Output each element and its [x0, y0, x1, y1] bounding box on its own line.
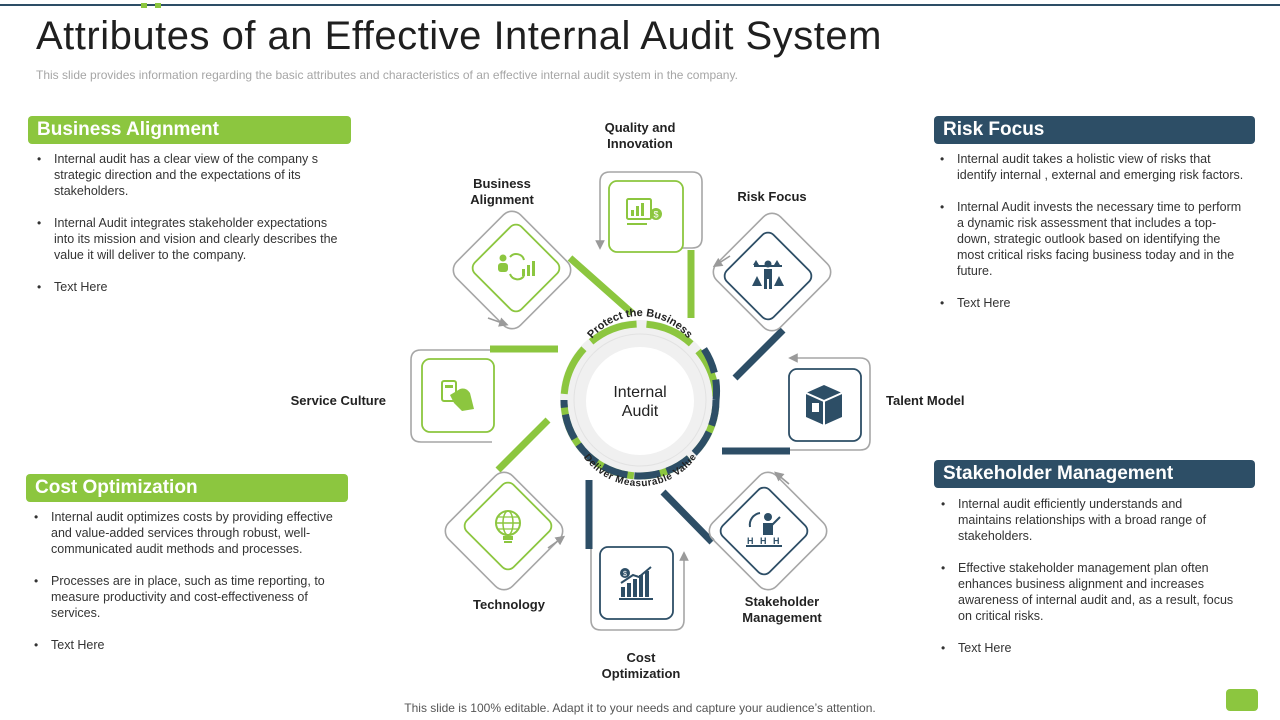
- risk-focus-header: Risk Focus: [934, 116, 1255, 144]
- stakeholder-presenter-icon: H H H: [746, 512, 782, 547]
- cost-optimization-bullet: Internal audit optimizes costs by provid…: [29, 509, 335, 557]
- top-accent-left: [141, 3, 147, 8]
- talent-box-icon: [805, 385, 843, 425]
- business-label-line2: Alignment: [470, 192, 534, 207]
- risk-focus-list: Internal audit takes a holistic view of …: [935, 151, 1245, 327]
- top-rule: [0, 4, 1280, 6]
- quality-label-line2: Innovation: [607, 136, 673, 151]
- svg-text:H: H: [760, 536, 767, 546]
- stakeholder-node: H H H: [708, 471, 828, 591]
- slide-footer: This slide is 100% editable. Adapt it to…: [404, 701, 876, 715]
- business-alignment-node: [452, 210, 572, 330]
- stakeholder-management-bullet: Text Here: [936, 640, 1236, 656]
- center-label-line1: Internal: [613, 384, 666, 401]
- stakeholder-label-line1: Stakeholder: [745, 594, 819, 609]
- business-people-chart-icon: [498, 253, 535, 281]
- risk-balance-icon: [752, 260, 784, 289]
- quality-label-line1: Quality and: [605, 120, 676, 135]
- center-label-line2: Audit: [622, 403, 659, 420]
- connector-stakeholder: [660, 489, 715, 545]
- stakeholder-management-header: Stakeholder Management: [934, 460, 1255, 488]
- svg-text:$: $: [653, 210, 658, 220]
- risk-focus-bullet: Internal audit takes a holistic view of …: [935, 151, 1245, 183]
- talent-label: Talent Model: [886, 393, 964, 408]
- cost-optimization-list: Internal audit optimizes costs by provid…: [29, 509, 335, 669]
- talent-model-node: [788, 353, 871, 451]
- business-alignment-bullet: Text Here: [32, 279, 350, 295]
- svg-text:H: H: [773, 536, 780, 546]
- technology-globe-bulb-icon: [495, 510, 521, 543]
- service-culture-node: [410, 349, 495, 443]
- business-label-line1: Business: [473, 176, 531, 191]
- stakeholder-management-bullet: Internal audit efficiently understands a…: [936, 496, 1236, 544]
- quality-box: [608, 180, 684, 253]
- risk-label: Risk Focus: [737, 189, 806, 204]
- business-alignment-bullet: Internal Audit integrates stakeholder ex…: [32, 215, 350, 263]
- stakeholder-management-list: Internal audit efficiently understands a…: [936, 496, 1236, 672]
- center-disc: [586, 347, 694, 455]
- connector-technology: [495, 417, 551, 473]
- quality-innovation-node: $: [595, 171, 703, 253]
- ring-navy-segments: [560, 399, 720, 480]
- ring-navy-upper-segment: [701, 347, 721, 401]
- slide-subtitle: This slide provides information regardin…: [36, 68, 738, 82]
- quality-outline: [595, 171, 703, 250]
- business-alignment-box: [471, 223, 561, 313]
- top-accent-right: [155, 3, 161, 8]
- cost-optimization-bullet: Text Here: [29, 637, 335, 653]
- technology-node: [444, 471, 566, 591]
- stakeholder-label-line2: Management: [742, 610, 822, 625]
- cost-label-line2: Optimization: [602, 666, 681, 681]
- slide-title: Attributes of an Effective Internal Audi…: [36, 14, 882, 58]
- risk-focus-bullet: Text Here: [935, 295, 1245, 311]
- cost-optimization-bullet: Processes are in place, such as time rep…: [29, 573, 335, 621]
- stakeholder-management-bullet: Effective stakeholder management plan of…: [936, 560, 1236, 624]
- business-alignment-list: Internal audit has a clear view of the c…: [32, 151, 350, 311]
- service-hand-card-icon: [441, 380, 474, 411]
- connector-business: [567, 255, 635, 316]
- cost-optimization-header: Cost Optimization: [26, 474, 348, 502]
- service-label: Service Culture: [291, 393, 386, 408]
- quality-chart-icon: $: [626, 198, 662, 225]
- business-alignment-header: Business Alignment: [28, 116, 351, 144]
- connector-risk: [732, 327, 786, 381]
- cost-label-line1: Cost: [627, 650, 657, 665]
- cost-optimization-node: $: [590, 546, 689, 631]
- corner-tab: [1226, 689, 1258, 711]
- technology-label: Technology: [473, 597, 546, 612]
- svg-text:H: H: [747, 536, 754, 546]
- risk-focus-node: [712, 212, 832, 332]
- technology-box: [463, 481, 553, 571]
- cost-growth-chart-icon: $: [619, 566, 653, 600]
- risk-focus-bullet: Internal Audit invests the necessary tim…: [935, 199, 1245, 279]
- svg-text:$: $: [623, 571, 627, 578]
- business-alignment-bullet: Internal audit has a clear view of the c…: [32, 151, 350, 199]
